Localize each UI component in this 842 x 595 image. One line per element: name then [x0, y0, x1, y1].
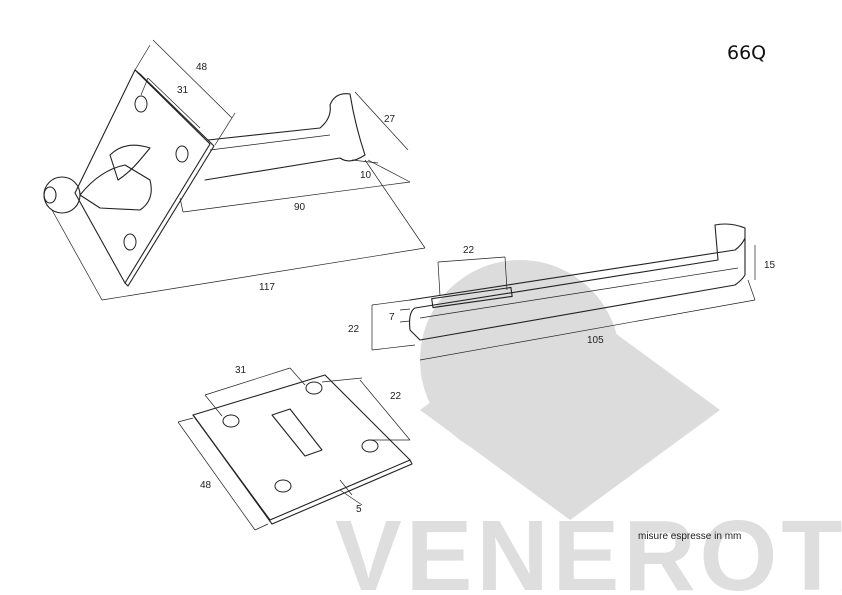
hook-plate-edge [124, 69, 215, 287]
catch-dim-height: 22 [348, 324, 360, 335]
units-note: misure espresse in mm [638, 531, 741, 542]
hook-arm-edge [209, 134, 331, 151]
hook-dim-total-length: 117 [259, 282, 275, 293]
catch-bar-body [409, 223, 746, 341]
catch-dim-slot-width: 7 [389, 312, 395, 323]
catch-dim-lines [371, 245, 756, 361]
hook-knob-ball [43, 176, 81, 214]
plate-dim-slot-width: 5 [356, 504, 362, 515]
hook-plate-hole-2 [175, 145, 189, 163]
plate-dim-plate-height: 48 [200, 480, 212, 491]
watermark-triangle [420, 300, 720, 520]
flat-plate-hole-3 [361, 439, 379, 453]
flat-plate-slot [271, 408, 323, 457]
plate-dim-slot-offset: 22 [390, 391, 402, 402]
catch-bar-edge [419, 267, 739, 319]
flat-plate-edge [192, 414, 413, 525]
hook-dim-reach: 90 [294, 202, 306, 213]
hook-knob-stem [79, 164, 152, 211]
flat-plate-hole-4 [274, 479, 292, 493]
hook-assembly: 48 31 27 10 90 117 [43, 39, 426, 301]
flat-plate: 31 22 48 5 [177, 365, 413, 531]
hook-arm [204, 93, 366, 181]
catch-dim-length: 105 [587, 335, 604, 346]
hook-dim-lines [51, 39, 426, 301]
flat-plate-hole-2 [305, 381, 323, 395]
catch-slot [431, 286, 513, 309]
hook-knob-ball-face [43, 186, 57, 204]
hook-latch [109, 144, 151, 181]
hook-plate-hole-3 [123, 233, 137, 251]
flat-plate-hole-1 [222, 414, 240, 428]
hook-dim-plate-width: 48 [196, 62, 208, 73]
catch-dim-tip-height: 15 [764, 260, 776, 271]
hook-plate-hole-1 [134, 95, 148, 113]
hook-dim-hook-height: 27 [384, 114, 396, 125]
hook-dim-hook-depth: 10 [360, 170, 372, 181]
catch-bar: 22 7 22 15 105 [348, 223, 776, 361]
watermark: VENEROTA [335, 260, 842, 595]
plate-dim-lines [177, 367, 411, 531]
product-code: 66Q [727, 42, 766, 64]
watermark-brand: VENEROTA [335, 500, 842, 595]
hook-plate [74, 69, 211, 284]
plate-dim-hole-spacing: 31 [235, 365, 247, 376]
catch-dim-slot-length: 22 [463, 245, 475, 256]
hook-dim-hole-spacing: 31 [177, 85, 189, 96]
